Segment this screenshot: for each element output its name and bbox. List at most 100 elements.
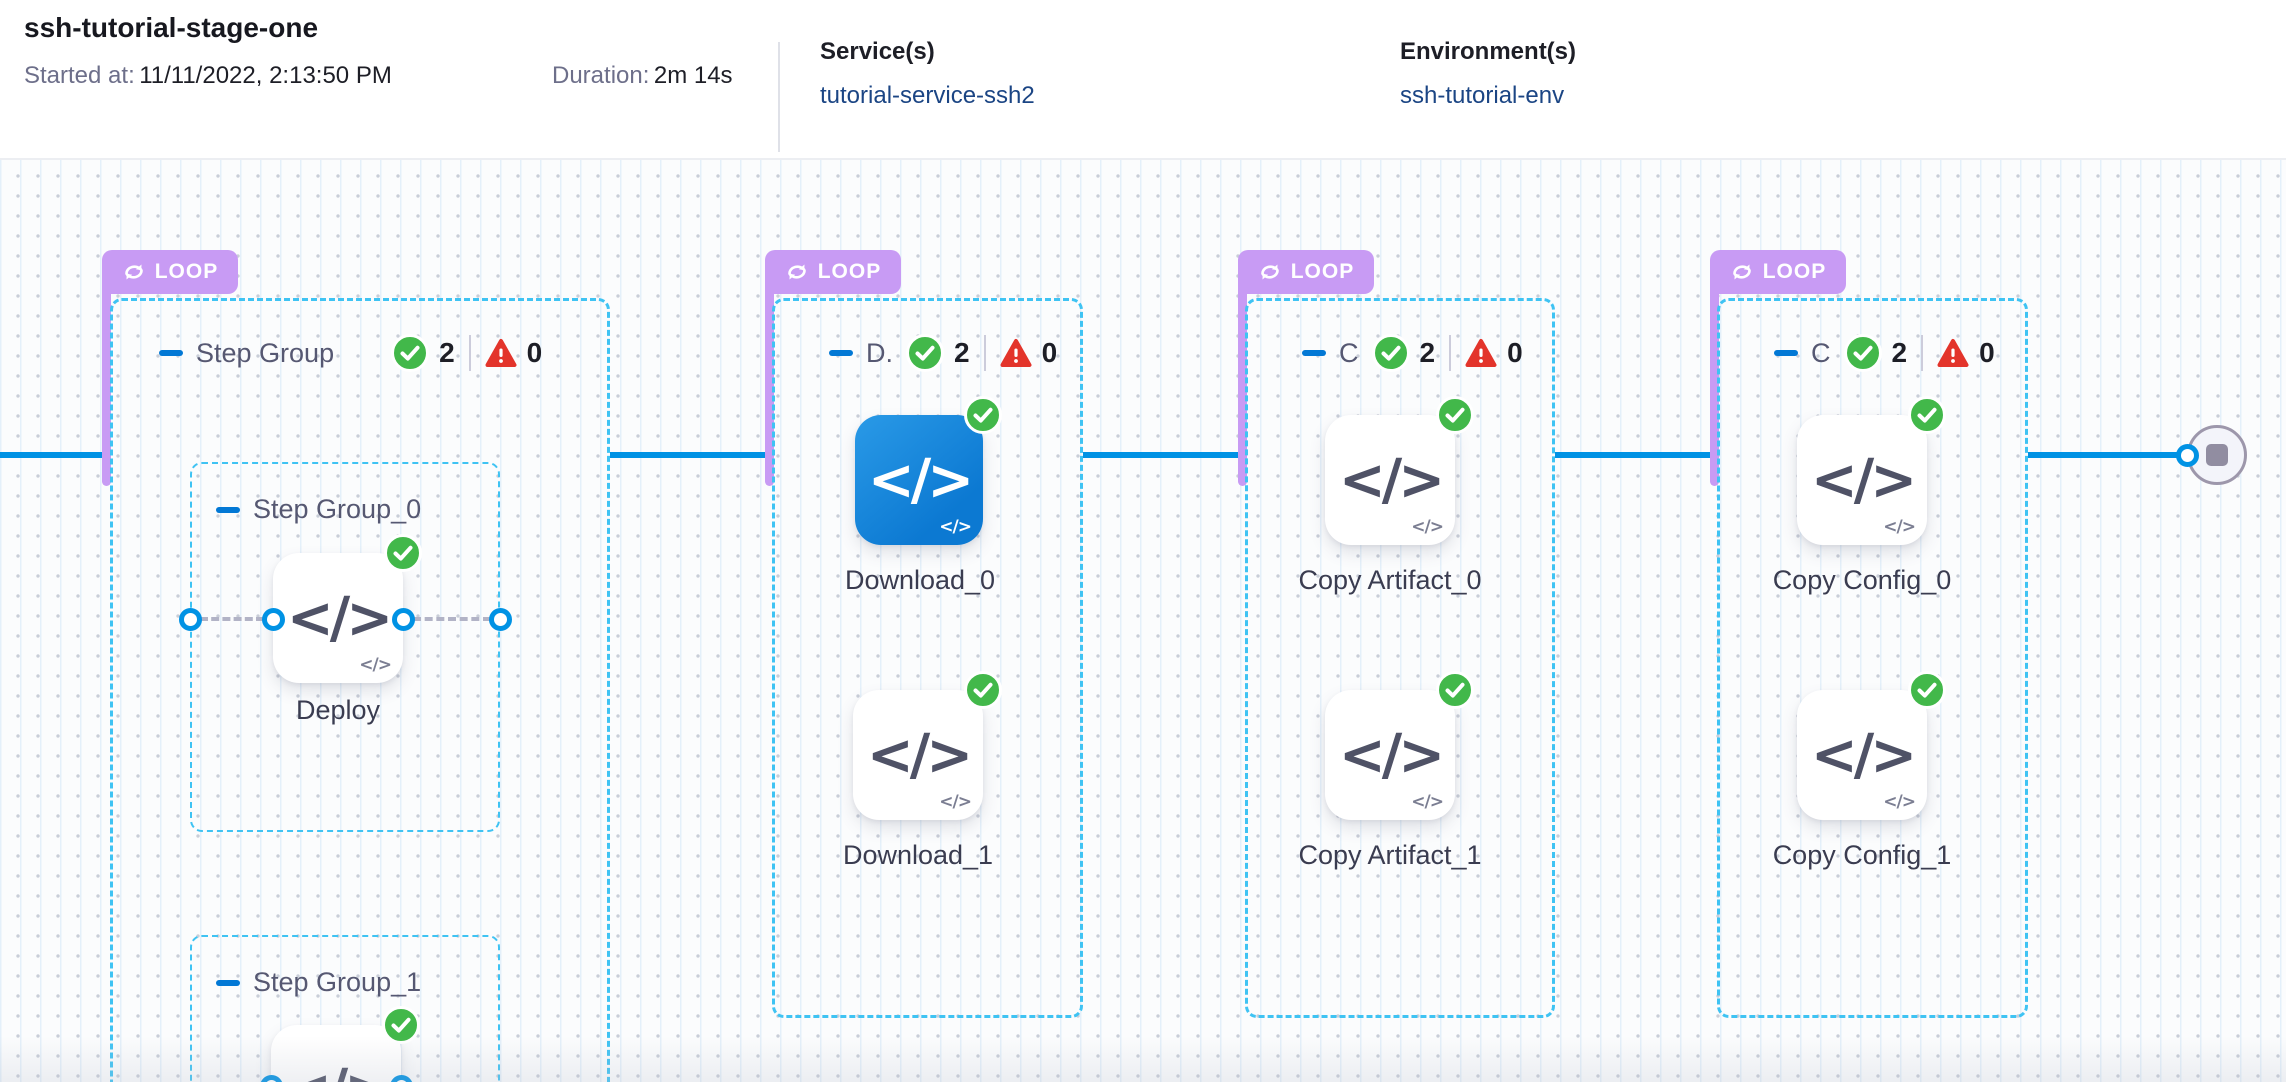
- count-divider: [1921, 335, 1924, 371]
- flow-line-segment: [2028, 452, 2188, 458]
- started-at-value: 11/11/2022, 2:13:50 PM: [139, 62, 392, 89]
- port-dot[interactable]: [489, 608, 512, 631]
- collapse-minus-icon[interactable]: [1302, 350, 1326, 356]
- fail-count: 0: [1979, 337, 1995, 368]
- step-type-icon: </>: [359, 655, 392, 675]
- duration-label: Duration:: [552, 62, 650, 89]
- collapse-minus-icon[interactable]: [159, 350, 183, 356]
- step-type-icon: </>: [939, 517, 972, 537]
- success-check-icon: [1371, 334, 1410, 372]
- fail-count: 0: [526, 337, 543, 368]
- environments-label: Environment(s): [1400, 38, 1577, 65]
- loop-tail: [765, 290, 774, 486]
- step-group-0-label: Step Group_0: [253, 494, 422, 524]
- loop-group-step-group: Step Group 2 0: [110, 298, 610, 1082]
- port-dot[interactable]: [262, 608, 285, 631]
- step-type-icon: </>: [1883, 517, 1916, 537]
- step-node-copy-config-0[interactable]: </> </>: [1797, 396, 1946, 545]
- status-counts: 2 0: [906, 334, 1057, 372]
- loop-icon: [787, 263, 806, 281]
- step-node-download-0[interactable]: </> </>: [855, 396, 1002, 545]
- step-group-1-header[interactable]: Step Group_1: [216, 967, 498, 998]
- step-node-label: Copy Config_1: [1772, 840, 1952, 870]
- collapse-minus-icon[interactable]: [829, 350, 853, 356]
- started-at: Started at: 11/11/2022, 2:13:50 PM: [24, 62, 392, 90]
- execution-header: ssh-tutorial-stage-one Started at: 11/11…: [0, 0, 2286, 160]
- count-divider: [983, 335, 986, 371]
- fail-warning-icon: [1937, 339, 1969, 367]
- status-counts: 2 0: [1843, 334, 1995, 372]
- step-node-label: Copy Config_0: [1772, 565, 1952, 595]
- group-header[interactable]: C 2 0: [1774, 331, 2025, 375]
- step-node-deploy-1[interactable]: </>: [271, 1006, 420, 1082]
- count-divider: [1449, 335, 1452, 371]
- code-icon: </>: [1810, 447, 1917, 513]
- step-node-label: Download_1: [842, 840, 994, 870]
- step-group-0-header[interactable]: Step Group_0: [216, 494, 498, 525]
- group-label: D.: [866, 337, 893, 368]
- environment-link[interactable]: ssh-tutorial-env: [1400, 82, 1565, 109]
- loop-tail: [1238, 290, 1247, 486]
- collapse-minus-icon[interactable]: [216, 979, 240, 986]
- fail-warning-icon: [485, 339, 517, 367]
- success-check-icon: [1908, 396, 1946, 434]
- group-label: C: [1811, 337, 1831, 368]
- loop-badge-label: LOOP: [817, 260, 882, 283]
- services-label: Service(s): [820, 38, 935, 65]
- success-count: 2: [439, 337, 455, 368]
- loop-tail: [102, 290, 111, 486]
- group-header[interactable]: D. 2 0: [829, 331, 1080, 375]
- flow-line-segment: [1555, 452, 1711, 458]
- success-count: 2: [954, 337, 970, 368]
- environments-column: Environment(s) ssh-tutorial-env: [1400, 38, 1576, 110]
- port-dot[interactable]: [392, 608, 415, 631]
- loop-icon: [124, 263, 143, 281]
- loop-badge-label: LOOP: [1290, 260, 1355, 283]
- group-header[interactable]: Step Group 2 0: [159, 331, 607, 375]
- loop-group-copy-artifact: C 2 0: [1245, 298, 1555, 1018]
- group-label: C: [1339, 337, 1359, 368]
- code-icon: </>: [1338, 722, 1445, 788]
- step-node-label: Download_0: [844, 565, 996, 595]
- code-icon: </>: [1338, 447, 1445, 513]
- started-at-label: Started at:: [24, 62, 135, 89]
- step-node-copy-artifact-1[interactable]: </> </>: [1325, 671, 1474, 820]
- duration-value: 2m 14s: [653, 62, 733, 89]
- code-icon: </>: [867, 447, 974, 513]
- success-check-icon: [1908, 671, 1946, 709]
- port-dot[interactable]: [179, 608, 202, 631]
- service-link[interactable]: tutorial-service-ssh2: [820, 82, 1035, 109]
- collapse-minus-icon[interactable]: [1774, 350, 1798, 356]
- code-icon: </>: [285, 1058, 391, 1082]
- fail-count: 0: [1507, 337, 1523, 368]
- loop-badge: LOOP: [765, 250, 901, 294]
- code-icon: </>: [1810, 722, 1917, 788]
- port-dot[interactable]: [260, 1075, 283, 1082]
- fail-count: 0: [1041, 337, 1058, 368]
- step-node-copy-config-1[interactable]: </> </>: [1797, 671, 1946, 820]
- step-node-copy-artifact-0[interactable]: </> </>: [1325, 396, 1474, 545]
- step-node-download-1[interactable]: </> </>: [853, 671, 1002, 820]
- step-type-icon: </>: [1411, 517, 1444, 537]
- success-check-icon: [1843, 334, 1882, 372]
- success-count: 2: [1419, 337, 1436, 368]
- step-node-label: Copy Artifact_1: [1298, 840, 1482, 870]
- success-check-icon: [384, 534, 422, 572]
- success-check-icon: [906, 334, 944, 372]
- loop-group-copy-config: C 2 0: [1717, 298, 2028, 1018]
- collapse-minus-icon[interactable]: [216, 506, 240, 513]
- stage-title: ssh-tutorial-stage-one: [24, 12, 319, 43]
- step-group-0-box: Step Group_0: [190, 462, 500, 832]
- pipeline-canvas[interactable]: LOOP Step Group 2 0 Step Group_0 </> </>: [0, 160, 2286, 1082]
- step-node-deploy[interactable]: </> </>: [273, 534, 422, 683]
- fail-warning-icon: [1000, 339, 1032, 367]
- group-header[interactable]: C 2 0: [1302, 331, 1552, 375]
- port-dot[interactable]: [2176, 444, 2199, 467]
- code-icon: </>: [286, 585, 393, 651]
- success-check-icon: [964, 671, 1002, 709]
- loop-icon: [1732, 263, 1751, 281]
- loop-tail: [1710, 290, 1719, 486]
- port-dot[interactable]: [390, 1075, 413, 1082]
- status-counts: 2 0: [1371, 334, 1523, 372]
- success-check-icon: [1436, 396, 1474, 434]
